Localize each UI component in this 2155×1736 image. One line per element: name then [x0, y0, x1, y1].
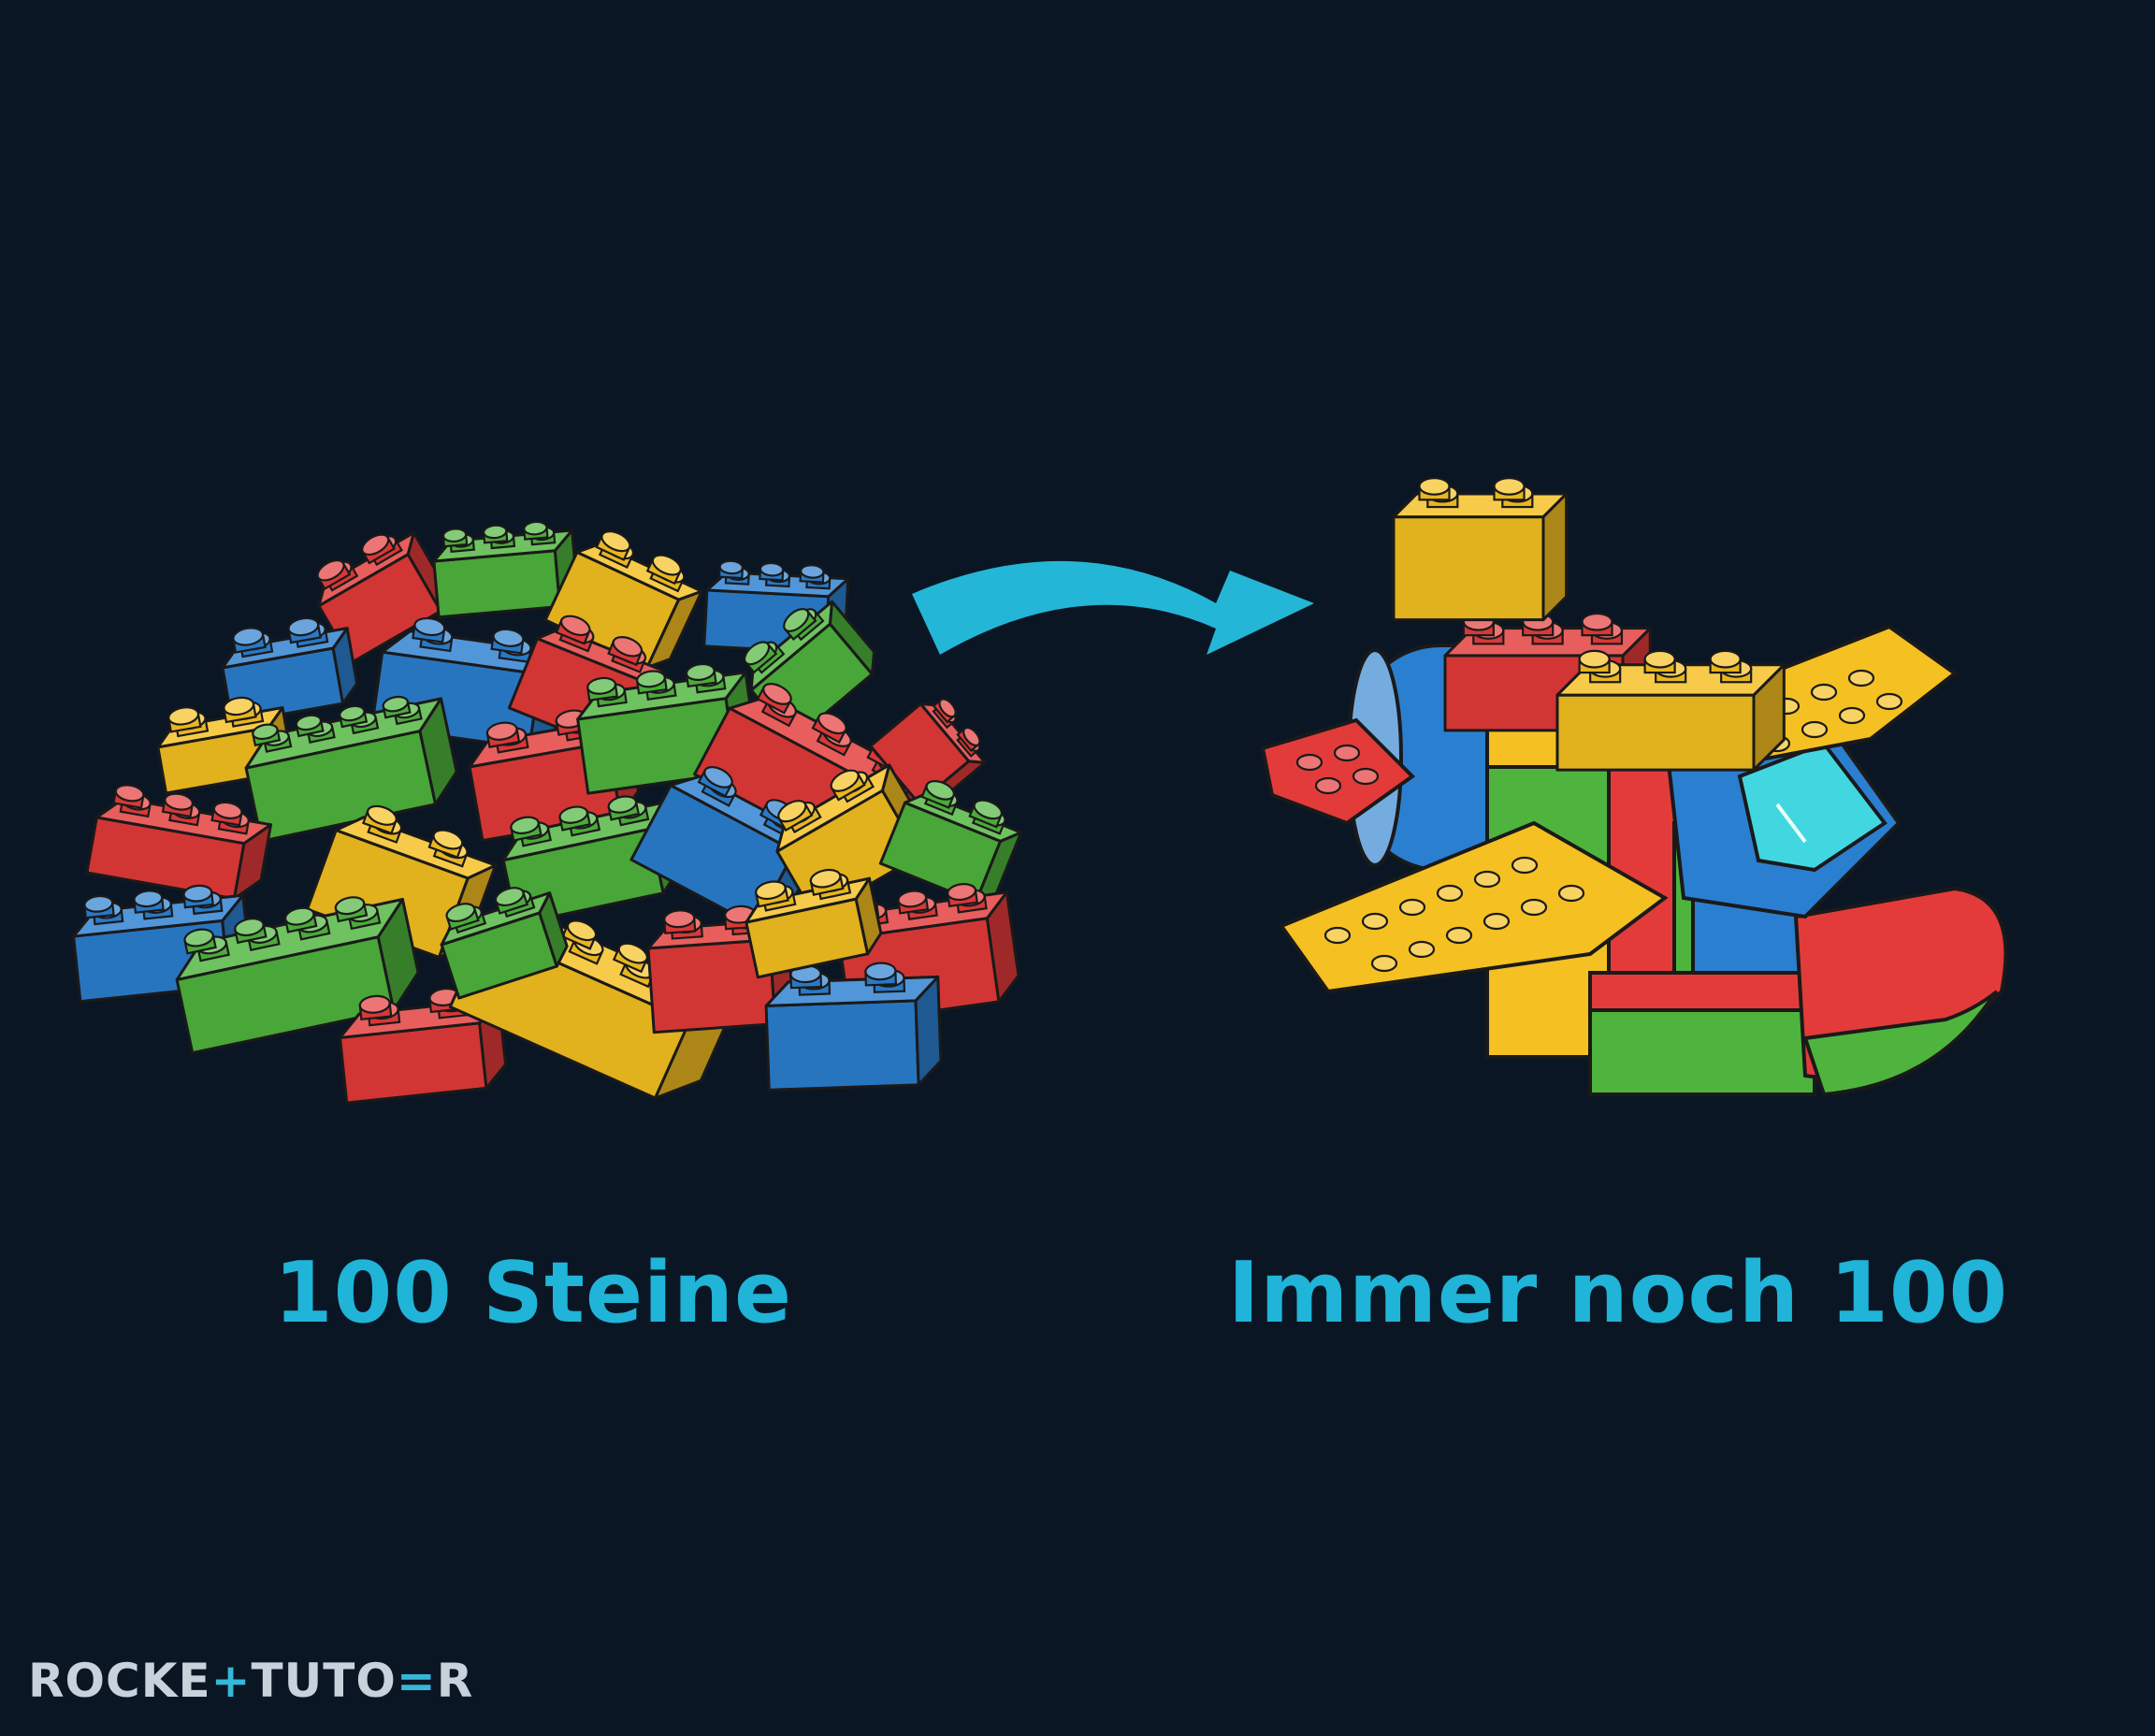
- arrow-shape: [912, 560, 1314, 655]
- stud: [1295, 753, 1323, 772]
- logo-text-3: R: [436, 1654, 474, 1708]
- label-left: 100 Steine: [273, 1244, 793, 1342]
- top-brick: [1555, 649, 1786, 772]
- stud: [1520, 898, 1548, 917]
- pile-brick: [878, 780, 1023, 904]
- logo-plus: +: [210, 1654, 252, 1708]
- logo-text-1: ROCKE: [28, 1654, 211, 1708]
- label-right: Immer noch 100: [1227, 1244, 2009, 1342]
- pile-brick: [221, 616, 359, 725]
- curved-arrow-icon: [912, 560, 1314, 655]
- window-reflection: [1775, 803, 1807, 844]
- stud: [1408, 940, 1436, 959]
- logo-text-2: TUTO: [251, 1654, 397, 1708]
- pile-brick: [432, 520, 579, 619]
- stud: [1323, 926, 1352, 945]
- stud: [1838, 706, 1866, 725]
- brick-airplane-illustration: [1260, 476, 2008, 1097]
- brand-logo: ROCKE+TUTO=R: [28, 1654, 473, 1708]
- stud: [1482, 912, 1511, 931]
- pile-brick: [543, 530, 703, 670]
- nose-bottom: [1802, 990, 1999, 1097]
- body-block: [1588, 1008, 1816, 1096]
- top-brick: [1392, 476, 1569, 622]
- stud: [1847, 669, 1875, 687]
- stud: [1445, 926, 1473, 945]
- pile-brick: [745, 868, 883, 979]
- stud: [1511, 856, 1539, 875]
- stud: [1810, 683, 1838, 702]
- stud: [1875, 692, 1903, 711]
- logo-equals: =: [396, 1654, 437, 1708]
- pile-brick: [72, 884, 252, 1004]
- tail-fin: [1260, 717, 1416, 826]
- brick-pile-illustration: [72, 520, 1023, 1105]
- stud: [1398, 898, 1426, 917]
- pile-brick: [85, 784, 272, 901]
- stud: [1436, 884, 1464, 903]
- stud: [1361, 912, 1389, 931]
- stud: [1333, 744, 1361, 762]
- pile-brick: [175, 896, 420, 1055]
- stud: [1557, 884, 1585, 903]
- stud: [1801, 720, 1829, 739]
- left-wing: [1278, 820, 1669, 994]
- stud: [1352, 767, 1380, 786]
- stud: [1370, 954, 1398, 973]
- stud: [1473, 870, 1501, 889]
- pile-brick: [764, 962, 943, 1092]
- pile-brick: [440, 887, 569, 1000]
- stud: [1314, 776, 1342, 795]
